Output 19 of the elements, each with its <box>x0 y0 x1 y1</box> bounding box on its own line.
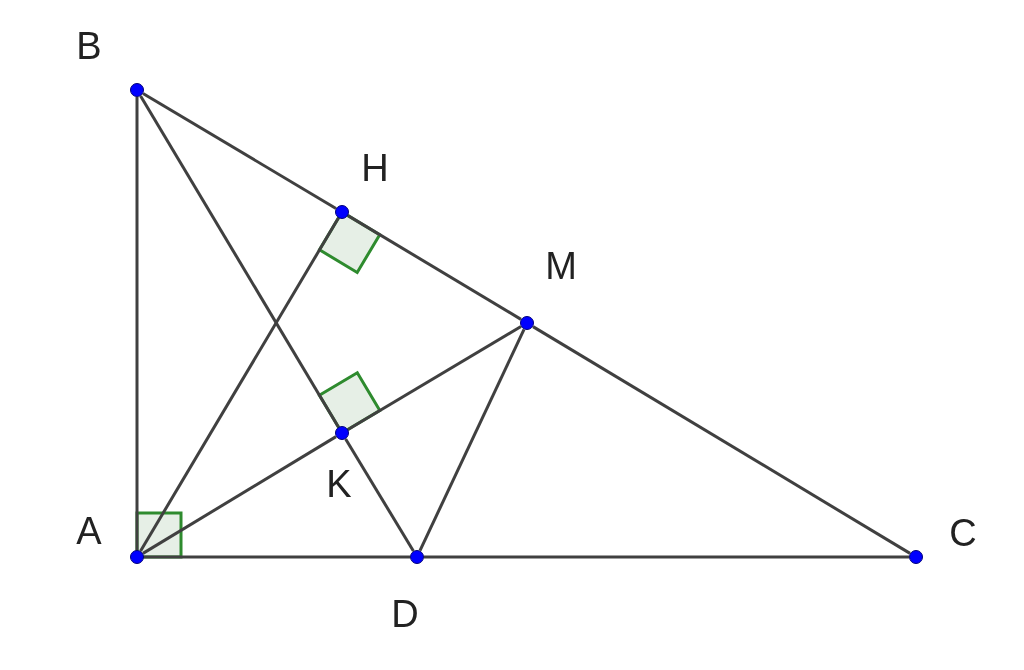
line-segment <box>142 435 337 555</box>
point-label: K <box>326 465 352 503</box>
line-segment <box>139 95 340 428</box>
line-segment <box>139 217 340 552</box>
line-segment <box>424 555 909 559</box>
line-segment <box>144 555 410 559</box>
point-label: M <box>545 247 577 285</box>
point-label: H <box>361 149 389 187</box>
point-label: C <box>949 514 977 552</box>
line-segment <box>142 92 337 210</box>
line-segment <box>347 214 522 321</box>
line-segment <box>532 325 911 555</box>
line-segment <box>418 328 526 552</box>
line-segment <box>135 97 139 550</box>
point-label: B <box>76 27 102 65</box>
point-label: A <box>76 512 102 550</box>
line-segment <box>347 325 522 431</box>
point-label: D <box>391 595 419 633</box>
line-segment <box>344 438 415 552</box>
